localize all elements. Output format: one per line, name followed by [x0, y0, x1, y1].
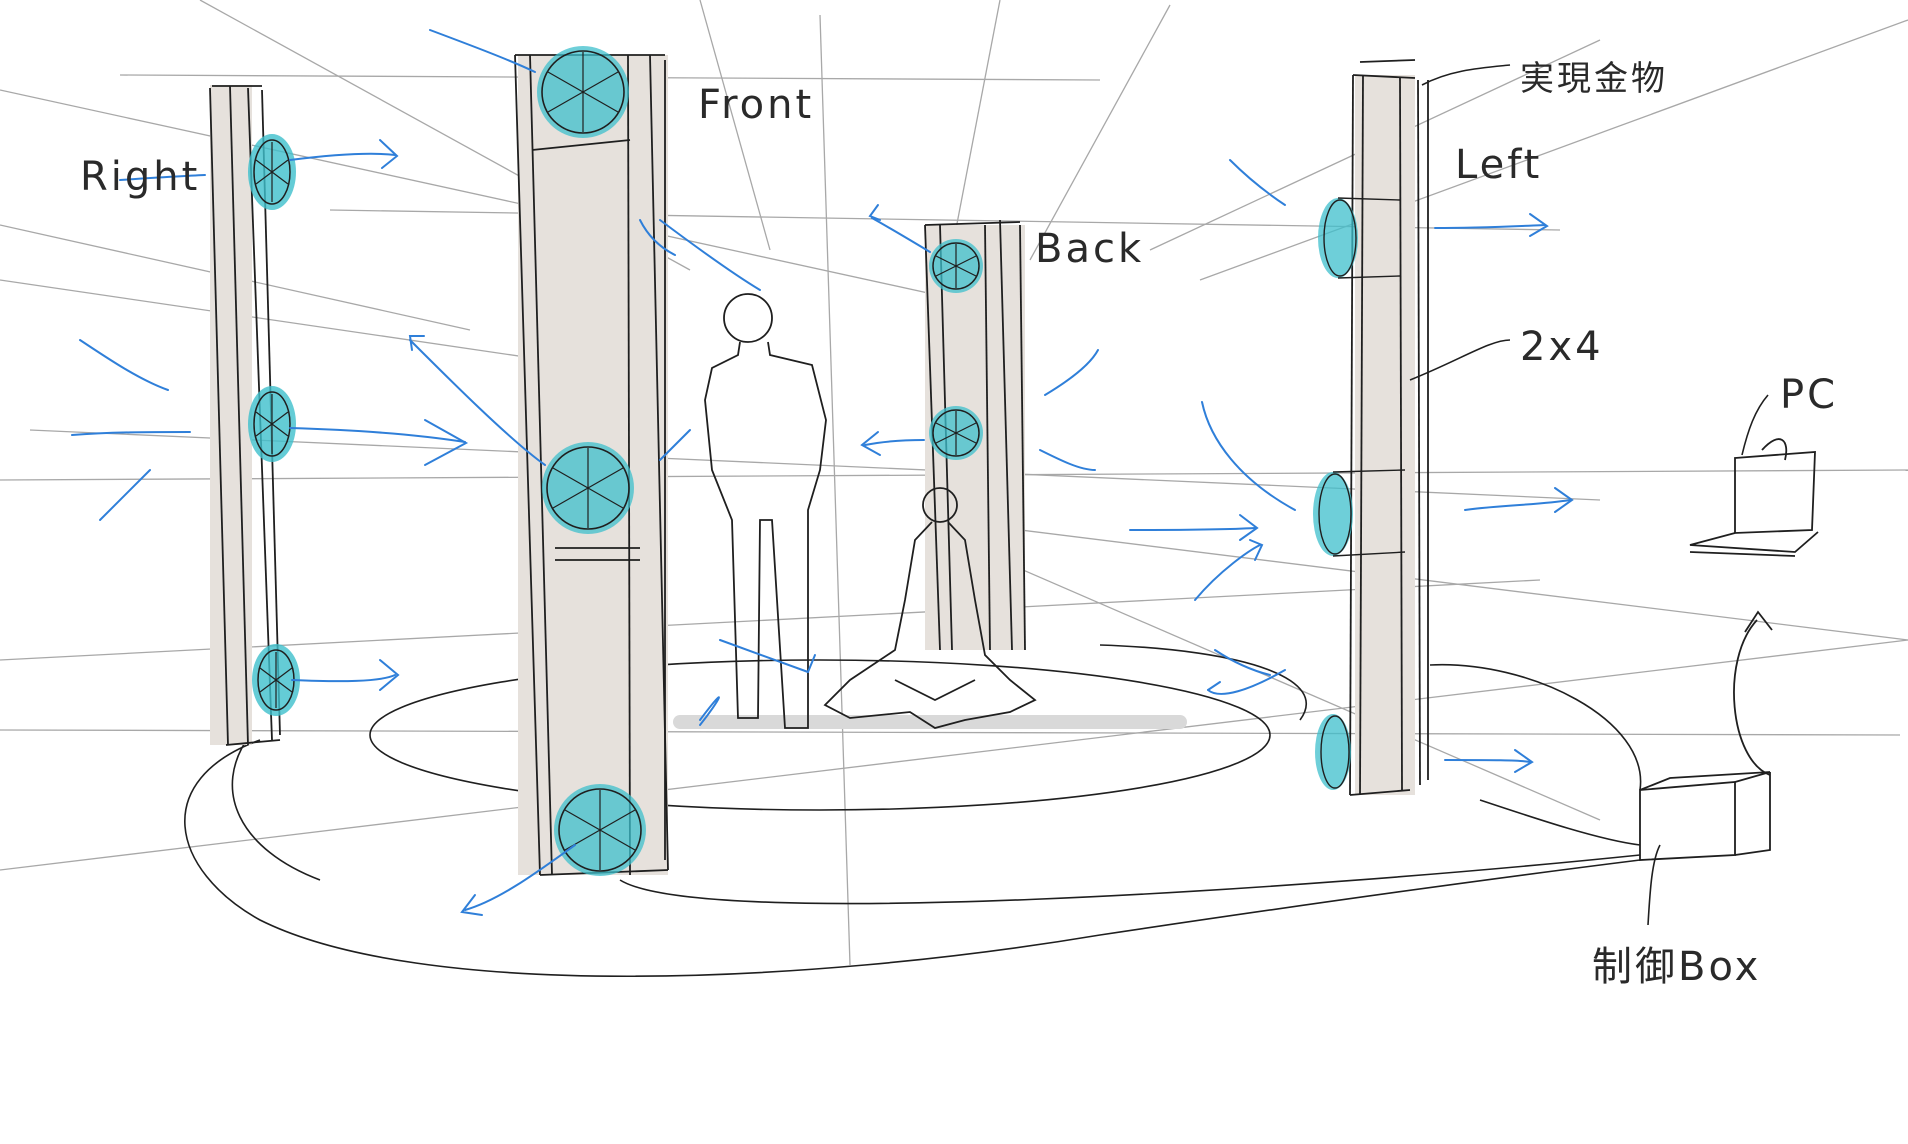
fan-right-middle	[248, 386, 296, 462]
fan-back-top	[929, 239, 983, 293]
pillar-front	[514, 54, 669, 876]
fan-front-bottom	[554, 784, 646, 876]
sketch-labels: Right Front Back Left 実現金物 2x4 PC 制御Box	[80, 59, 1838, 990]
label-right: Right	[80, 154, 200, 200]
label-left: Left	[1455, 142, 1542, 188]
label-pc: PC	[1780, 372, 1838, 418]
control-box	[1639, 438, 1788, 861]
pillar-left	[1349, 59, 1429, 796]
fan-right-top	[248, 134, 296, 210]
label-jig-hardware: 実現金物	[1520, 59, 1668, 99]
label-control-box: 制御Box	[1592, 944, 1761, 990]
standing-person-figure	[704, 293, 827, 729]
callout-leaders	[1409, 64, 1769, 926]
floor-lines	[184, 644, 1642, 978]
perspective-guides	[0, 0, 1908, 966]
fan-back-bottom	[929, 406, 983, 460]
pc-laptop	[1689, 451, 1819, 557]
label-lumber-2x4: 2x4	[1520, 324, 1604, 370]
fan-left-middle	[1313, 469, 1406, 557]
fan-left-top	[1318, 197, 1401, 279]
airflow-arrows	[71, 29, 1574, 916]
label-back: Back	[1035, 226, 1144, 272]
fan-front-middle	[542, 442, 634, 534]
fan-left-bottom	[1315, 714, 1351, 790]
label-front: Front	[698, 82, 814, 128]
fan-front-top	[537, 46, 629, 138]
seated-person-figure	[823, 487, 1037, 729]
